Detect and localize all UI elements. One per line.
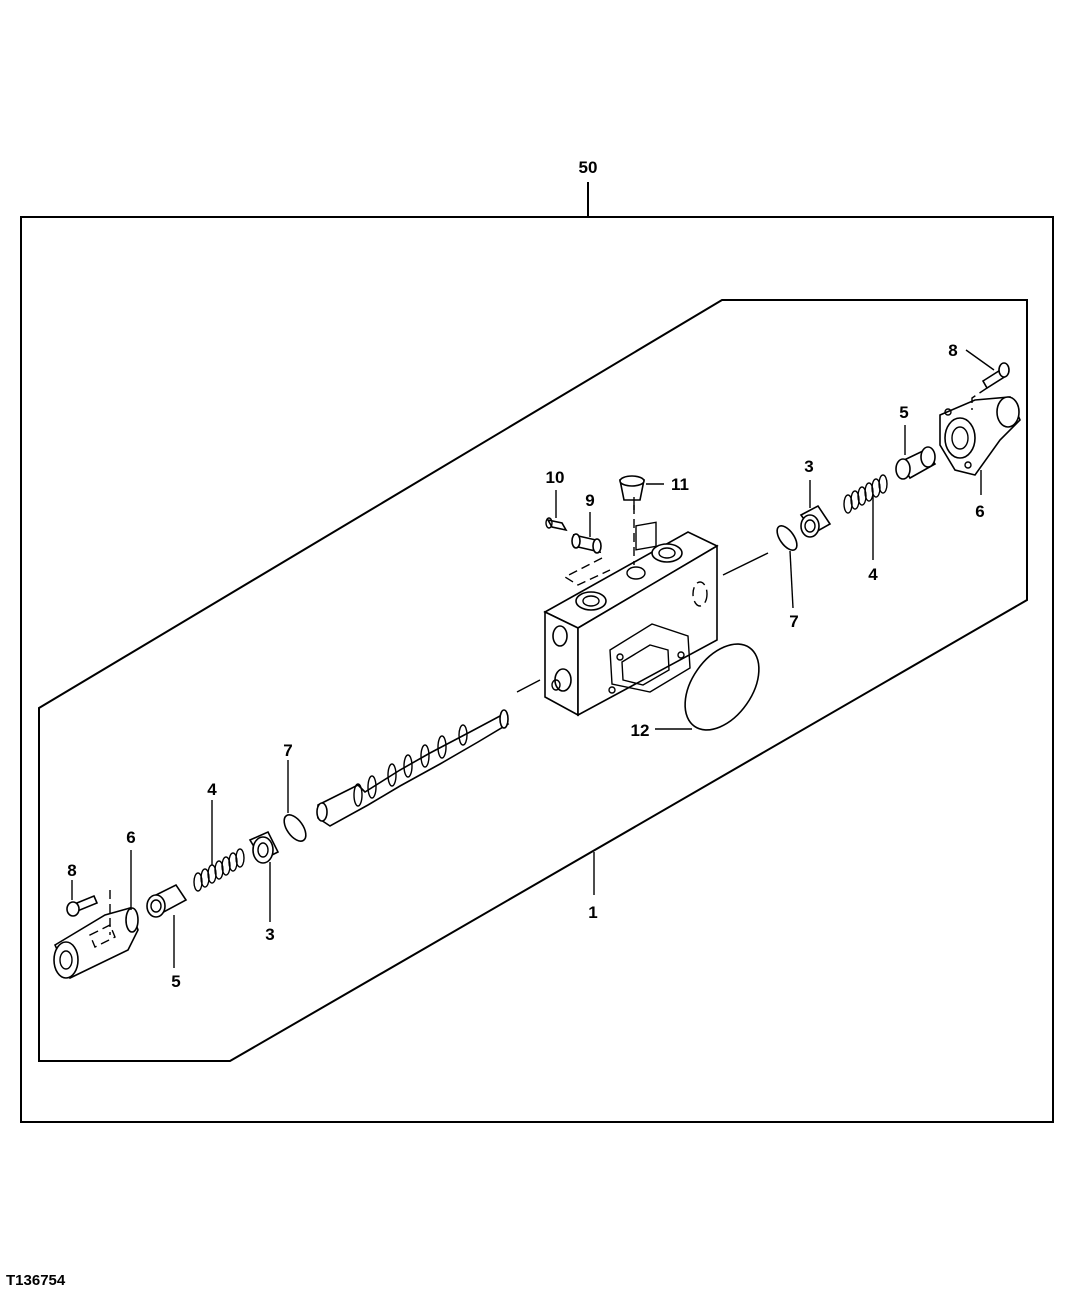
section-outline [38, 299, 1028, 1062]
callout-valve-section: 1 [588, 903, 597, 922]
screw-10 [545, 517, 568, 532]
callout-upper-screw-8: 8 [948, 341, 957, 360]
plug-11 [619, 475, 645, 501]
lower-retainer-5 [146, 883, 188, 918]
o-ring-12 [684, 643, 760, 731]
callout-lower-screw-8: 8 [67, 861, 76, 880]
leader-lines [71, 349, 995, 968]
callout-upper-o-ring-7: 7 [789, 612, 798, 631]
callout-lower-spring-4: 4 [207, 780, 217, 799]
callout-assembly: 50 [579, 158, 598, 177]
lower-screw-8 [66, 894, 99, 917]
lower-cap-3 [248, 830, 280, 864]
callout-lower-retainer-5: 5 [171, 972, 180, 991]
callout-lower-cap-3: 3 [265, 925, 274, 944]
upper-o-ring-7 [776, 525, 798, 551]
axis-line-1 [516, 679, 541, 693]
callout-lower-cover-6: 6 [126, 828, 135, 847]
upper-spring-4 [843, 474, 888, 514]
lower-o-ring-7 [283, 814, 307, 842]
figure-id: T136754 [6, 1272, 66, 1289]
callout-o-ring-12: 12 [631, 721, 650, 740]
routing-10-9 [563, 557, 611, 586]
assembly-frame [20, 216, 1054, 1123]
spool [316, 709, 510, 827]
axis-line-2 [722, 552, 769, 576]
callout-screw-10: 10 [546, 468, 565, 487]
upper-screw-8 [981, 362, 1010, 390]
lower-cover-6 [53, 907, 139, 980]
callout-lower-o-ring-7: 7 [283, 741, 292, 760]
lower-spring-4 [193, 848, 245, 892]
callout-upper-cover-6: 6 [975, 502, 984, 521]
callout-plug-11: 11 [671, 475, 689, 494]
valve-body [543, 521, 719, 717]
routing-8-upper [971, 387, 988, 410]
callout-upper-spring-4: 4 [868, 565, 878, 584]
upper-cap-3 [799, 504, 832, 538]
plug-9 [571, 533, 602, 554]
callout-upper-retainer-5: 5 [899, 403, 908, 422]
callout-upper-cap-3: 3 [804, 457, 813, 476]
upper-retainer-5 [895, 446, 937, 480]
upper-cover-6 [939, 396, 1021, 476]
callout-plug-9: 9 [585, 491, 594, 510]
